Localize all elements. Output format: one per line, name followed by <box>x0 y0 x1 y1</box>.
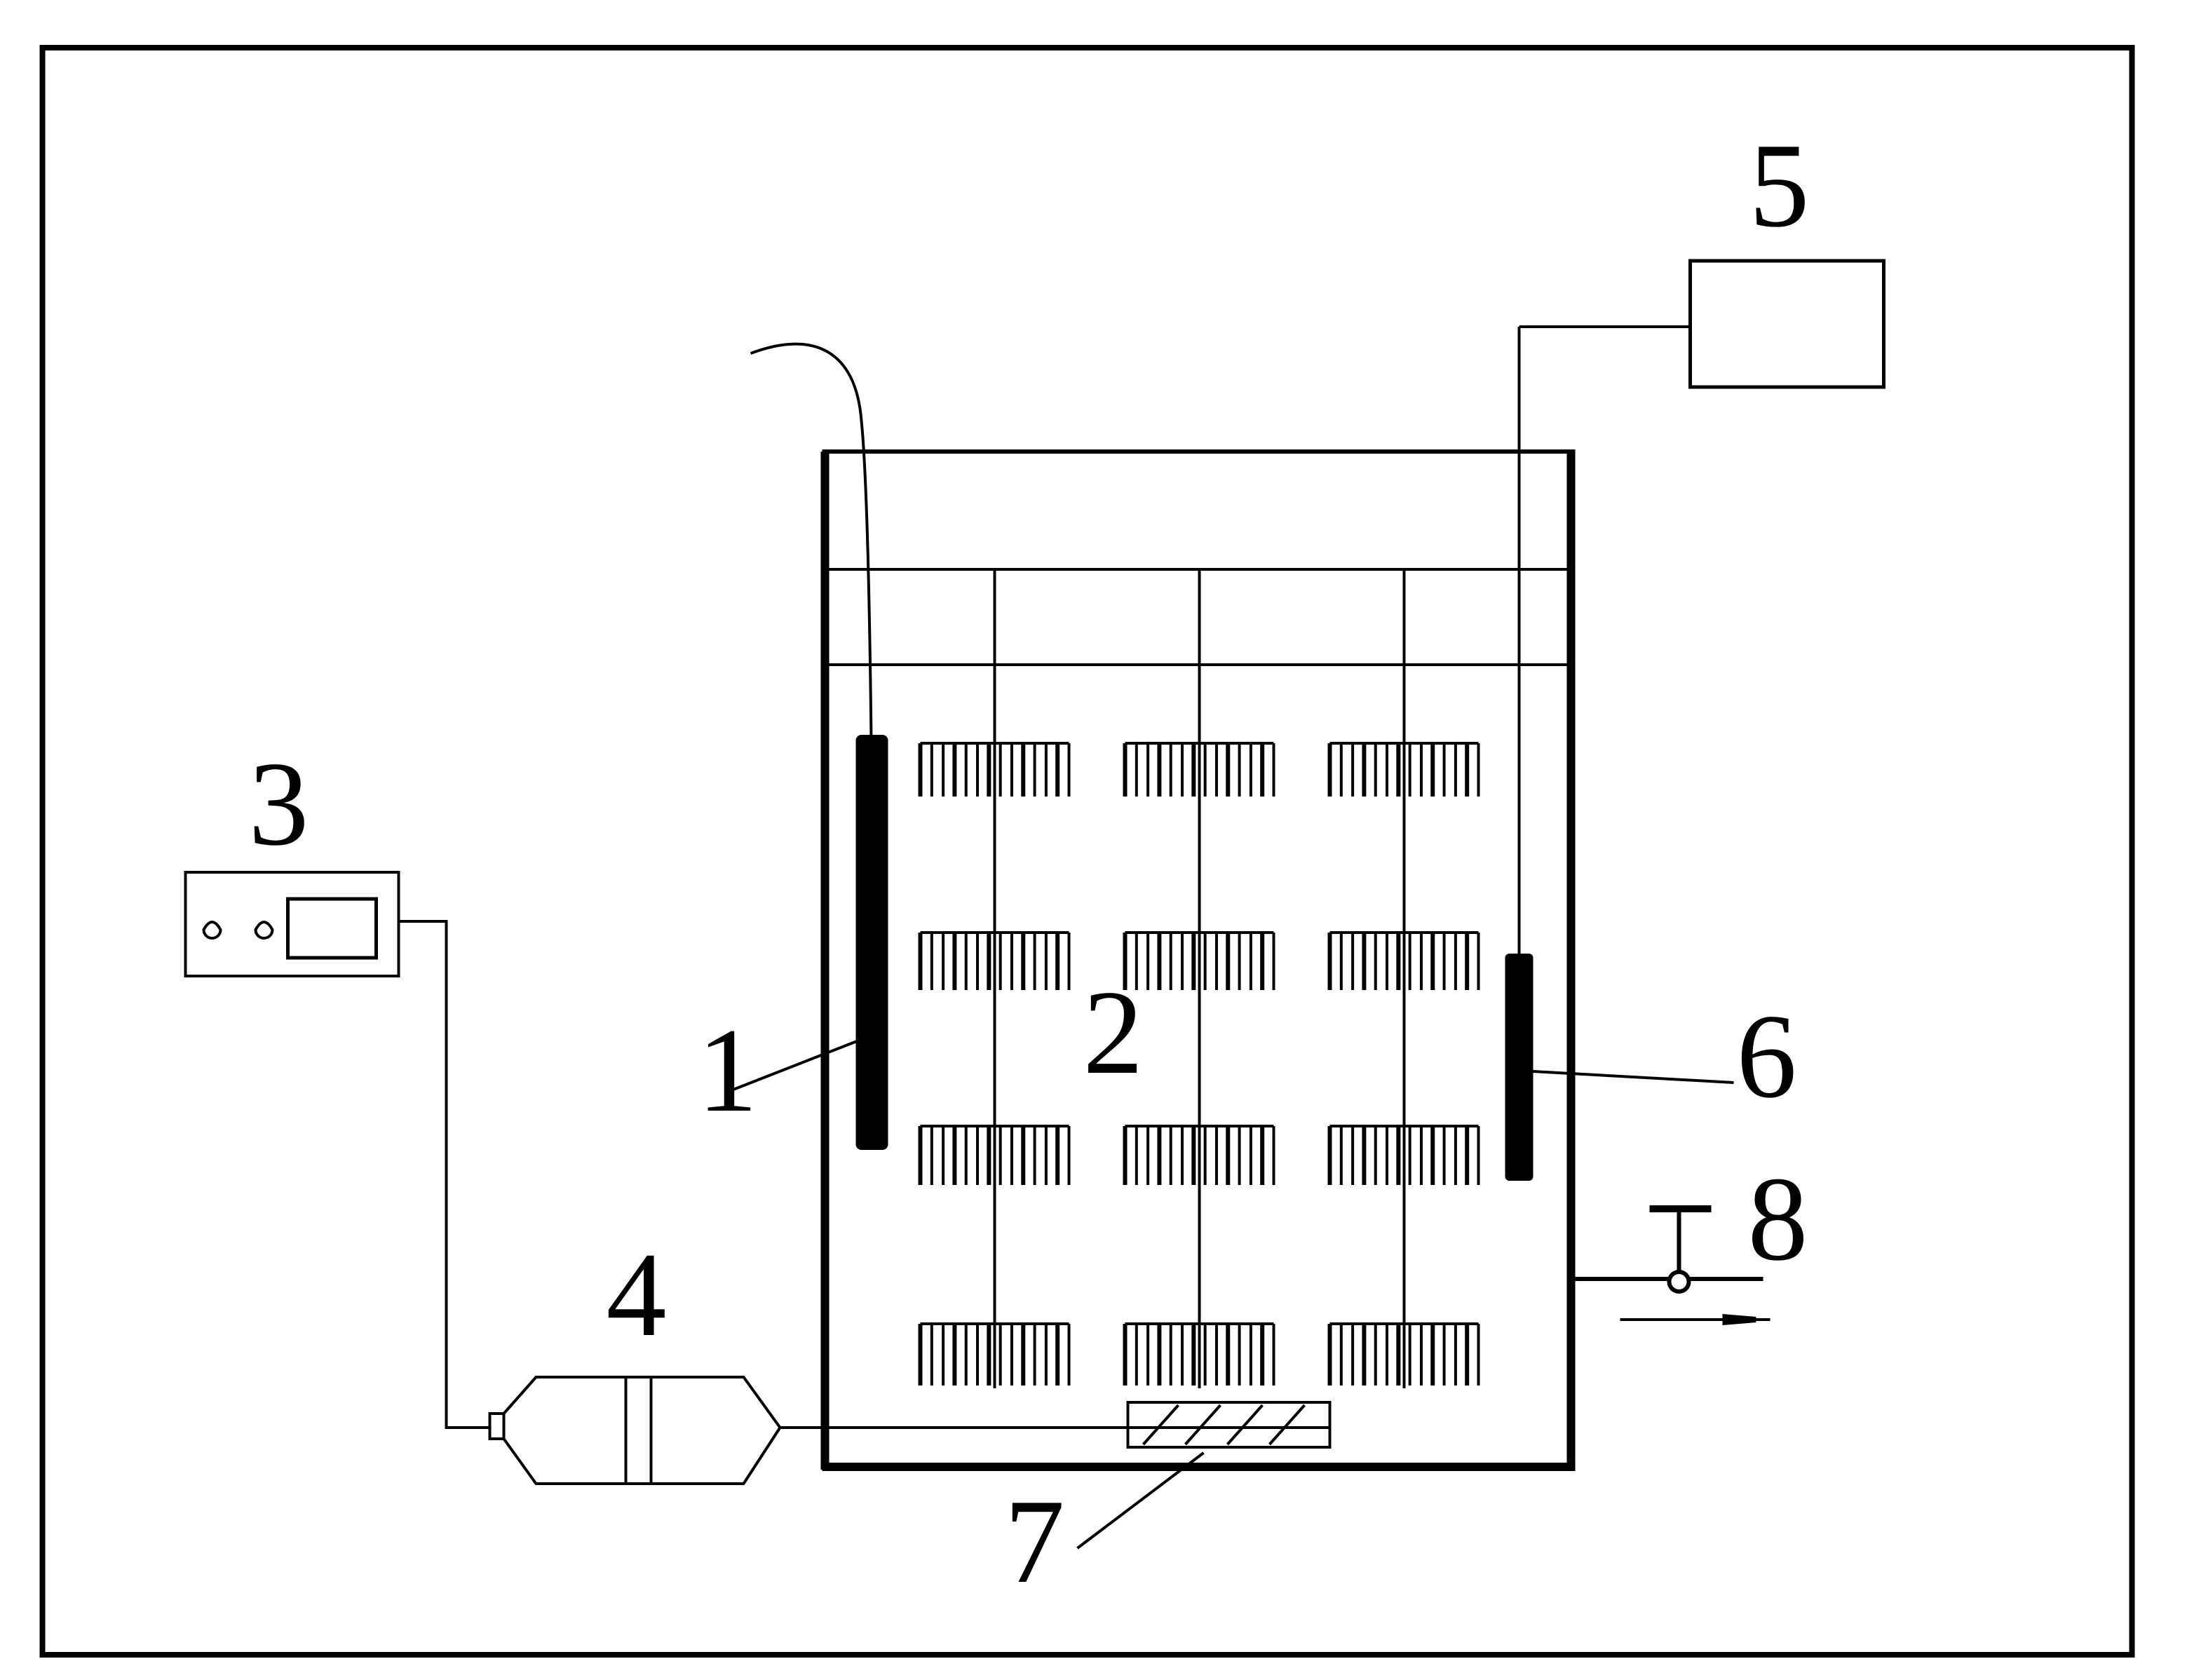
label-4: 4 <box>607 1228 667 1362</box>
brush-module <box>1123 742 1275 797</box>
brush-module <box>1123 1125 1275 1185</box>
brush-module <box>1327 742 1480 797</box>
label-8: 8 <box>1748 1153 1808 1286</box>
brush-module <box>918 742 1071 797</box>
brush-module <box>1327 1125 1480 1185</box>
component-5-box <box>1688 259 1885 389</box>
label-6: 6 <box>1737 990 1797 1123</box>
device-3 <box>184 871 492 1429</box>
label-3: 3 <box>249 738 309 871</box>
electrode-1 <box>729 342 888 1150</box>
outlet-valve-8 <box>1575 1205 1770 1325</box>
brush-module <box>1327 931 1480 990</box>
label-2: 2 <box>1083 966 1144 1099</box>
brush-module <box>918 931 1071 990</box>
label-5: 5 <box>1749 119 1810 252</box>
label-7: 7 <box>1005 1475 1065 1608</box>
brush-module <box>918 1125 1071 1185</box>
brush-module <box>1123 1322 1275 1386</box>
label-1: 1 <box>698 1004 758 1137</box>
outer-frame <box>39 45 2135 1658</box>
diffuser-7 <box>1076 1401 1332 1550</box>
brush-module <box>1327 1322 1480 1386</box>
brush-module <box>918 1322 1071 1386</box>
carbon-brush-array <box>918 742 1480 1386</box>
support-rods <box>993 569 1406 1388</box>
electrode-6 <box>1505 325 1734 1181</box>
pump-4 <box>488 1376 1128 1485</box>
brush-module <box>1123 931 1275 990</box>
